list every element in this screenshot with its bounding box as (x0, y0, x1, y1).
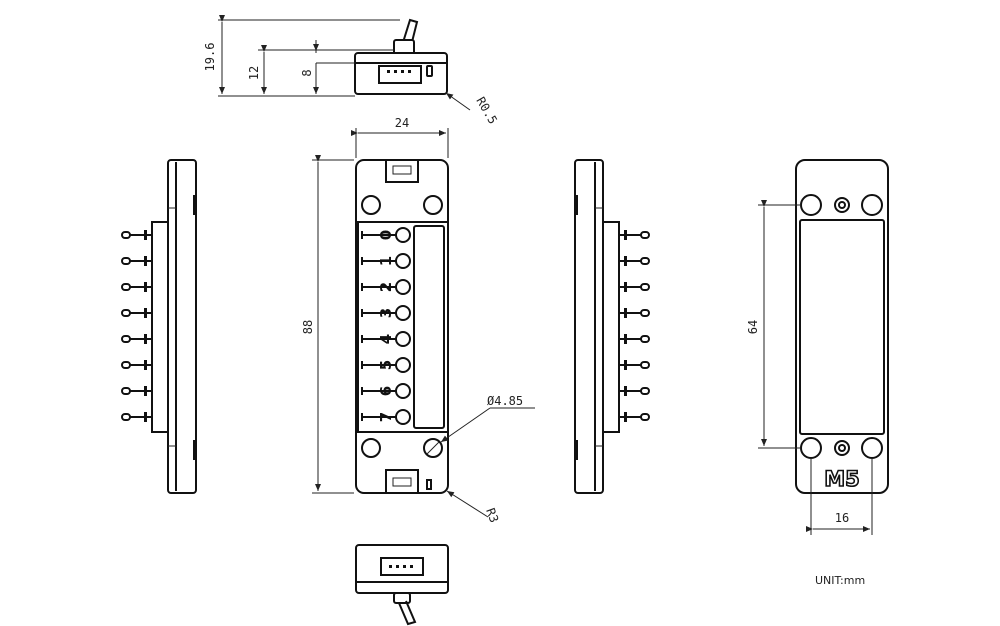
left-side-body (167, 159, 197, 494)
back-screw-bottom (834, 440, 850, 456)
bottom-switch-lever (398, 600, 417, 626)
top-connector-height-label: 8 (300, 69, 314, 76)
bottom-connector (380, 557, 424, 576)
back-view: M5 (795, 159, 889, 494)
back-dimensions: 64 16 (746, 200, 873, 535)
top-view (354, 18, 448, 95)
channel-label-1: 1 (377, 256, 395, 266)
channel-panel (357, 221, 449, 433)
channel-label-2: 2 (377, 282, 395, 292)
back-hole-pitch-label: 16 (835, 511, 849, 525)
switch-lever (399, 18, 419, 55)
mount-hole-bottom-right (423, 438, 443, 458)
m5-logo: M5 (824, 467, 860, 491)
channel-label-3: 3 (377, 308, 395, 318)
mount-hole-bottom-left (361, 438, 381, 458)
top-total-height-label: 19.6 (203, 43, 217, 72)
back-label-area (799, 219, 885, 435)
front-width-label: 24 (395, 116, 409, 130)
right-side-body (574, 159, 604, 494)
bottom-switch-base (393, 592, 411, 604)
switch-base (393, 39, 415, 55)
left-pins (121, 230, 152, 422)
front-bottom-connector (385, 469, 419, 494)
bottom-view (355, 544, 449, 626)
back-housing (795, 159, 889, 494)
left-side-pin-header (151, 221, 169, 433)
top-dimensions: 19.6 12 8 R0.5 (203, 15, 500, 127)
right-side-view (574, 159, 650, 494)
channel-label-4: 4 (377, 334, 395, 344)
front-top-connector (385, 159, 419, 183)
right-pins (619, 230, 650, 422)
front-housing (355, 159, 449, 494)
front-height-label: 88 (301, 320, 315, 334)
channel-label-7: 7 (377, 412, 395, 422)
back-hole-spacing-label: 64 (746, 320, 760, 334)
pin-hole-diameter-label: Ø4.85 (487, 394, 523, 408)
top-connector (378, 65, 422, 84)
left-side-view (121, 159, 197, 494)
top-body-height-label: 12 (247, 66, 261, 80)
unit-label: UNIT:mm (815, 574, 865, 587)
channel-label-0: 0 (377, 230, 395, 240)
mount-hole-top-right (423, 195, 443, 215)
channel-label-5: 5 (377, 360, 395, 370)
channel-rows: 0 1 2 3 4 5 6 (361, 227, 411, 425)
right-side-pin-header (602, 221, 620, 433)
label-window (413, 225, 445, 429)
back-screw-top (834, 197, 850, 213)
channel-label-6: 6 (377, 386, 395, 396)
back-hole-top-right (861, 194, 883, 216)
edge-radius-label: R0.5 (473, 95, 500, 127)
corner-radius-label: R3 (483, 506, 501, 524)
mount-hole-top-left (361, 195, 381, 215)
front-view (355, 159, 449, 494)
front-dimensions: 24 88 Ø4.85 R3 (301, 116, 535, 525)
